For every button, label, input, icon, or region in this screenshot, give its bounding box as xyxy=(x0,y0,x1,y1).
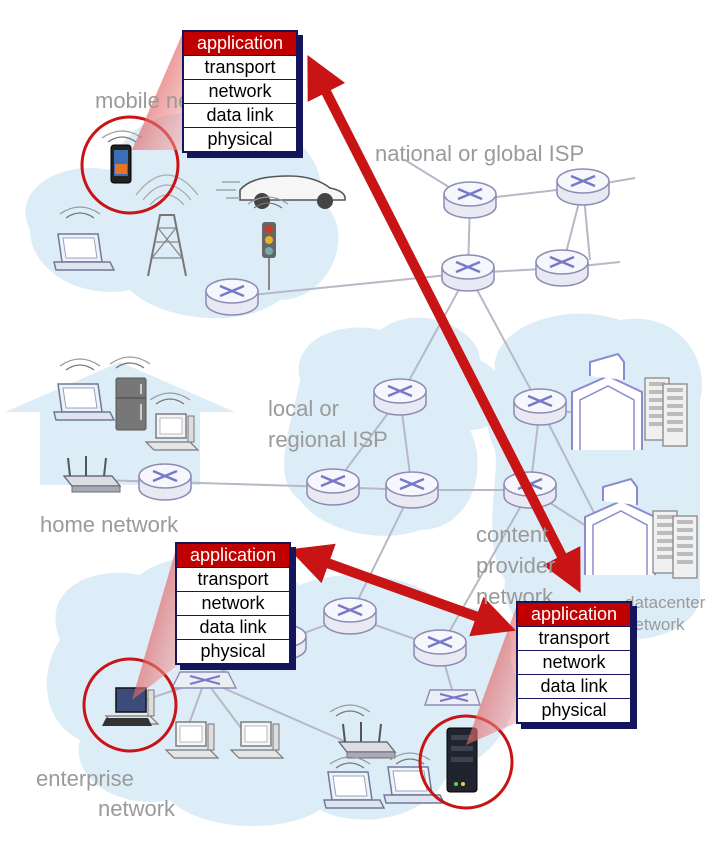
stack-layer-network: network xyxy=(518,650,630,674)
stack-layer-data-link: data link xyxy=(184,103,296,127)
stack-layer-network: network xyxy=(184,79,296,103)
content-provider-label-line2: provider xyxy=(476,553,556,578)
switch-icon xyxy=(170,671,481,706)
datacenter-label-line1: datacenter xyxy=(625,593,706,612)
server-highlight xyxy=(418,714,514,810)
stack-layer-physical: physical xyxy=(184,127,296,151)
local-isp-label-line2: regional ISP xyxy=(268,427,388,452)
protocol-stack-enterprise: application transport network data link … xyxy=(175,542,291,665)
stack-layer-transport: transport xyxy=(518,626,630,650)
traffic-light-icon xyxy=(247,196,289,290)
stack-layer-physical: physical xyxy=(177,639,289,663)
stack-layer-transport: transport xyxy=(177,567,289,591)
stack-layer-application: application xyxy=(518,603,630,626)
enterprise-host-highlight xyxy=(82,657,178,753)
mobile-device-highlight xyxy=(80,115,180,215)
stack-callout-enterprise xyxy=(132,542,178,700)
stack-layer-application: application xyxy=(177,544,289,567)
stack-layer-physical: physical xyxy=(518,698,630,722)
stack-layer-application: application xyxy=(184,32,296,55)
stack-layer-network: network xyxy=(177,591,289,615)
stack-callout-server xyxy=(466,602,518,745)
local-isp-label-line1: local or xyxy=(268,396,339,421)
content-provider-label-line1: content xyxy=(476,522,549,547)
national-isp-label: national or global ISP xyxy=(375,141,585,166)
home-network-label: home network xyxy=(40,512,179,537)
protocol-stack-server: application transport network data link … xyxy=(516,601,632,724)
stack-layer-data-link: data link xyxy=(518,674,630,698)
refrigerator-icon xyxy=(109,356,151,431)
mobile-network-label: mobile network xyxy=(95,88,183,113)
stack-layer-transport: transport xyxy=(184,55,296,79)
stack-callout-mobile xyxy=(132,30,184,150)
enterprise-network-label-line2: network xyxy=(98,796,176,821)
desktop-computer-icon xyxy=(102,687,152,726)
datacenter-label-line2: network xyxy=(625,615,685,634)
application-flow-arrow-long xyxy=(307,55,581,593)
application-flow-arrow-short xyxy=(289,543,516,637)
protocol-stack-mobile: application transport network data link … xyxy=(182,30,298,153)
server-icon xyxy=(446,727,478,793)
enterprise-network-label-line1: enterprise xyxy=(36,766,134,791)
smartphone-icon xyxy=(101,130,143,184)
stack-layer-data-link: data link xyxy=(177,615,289,639)
